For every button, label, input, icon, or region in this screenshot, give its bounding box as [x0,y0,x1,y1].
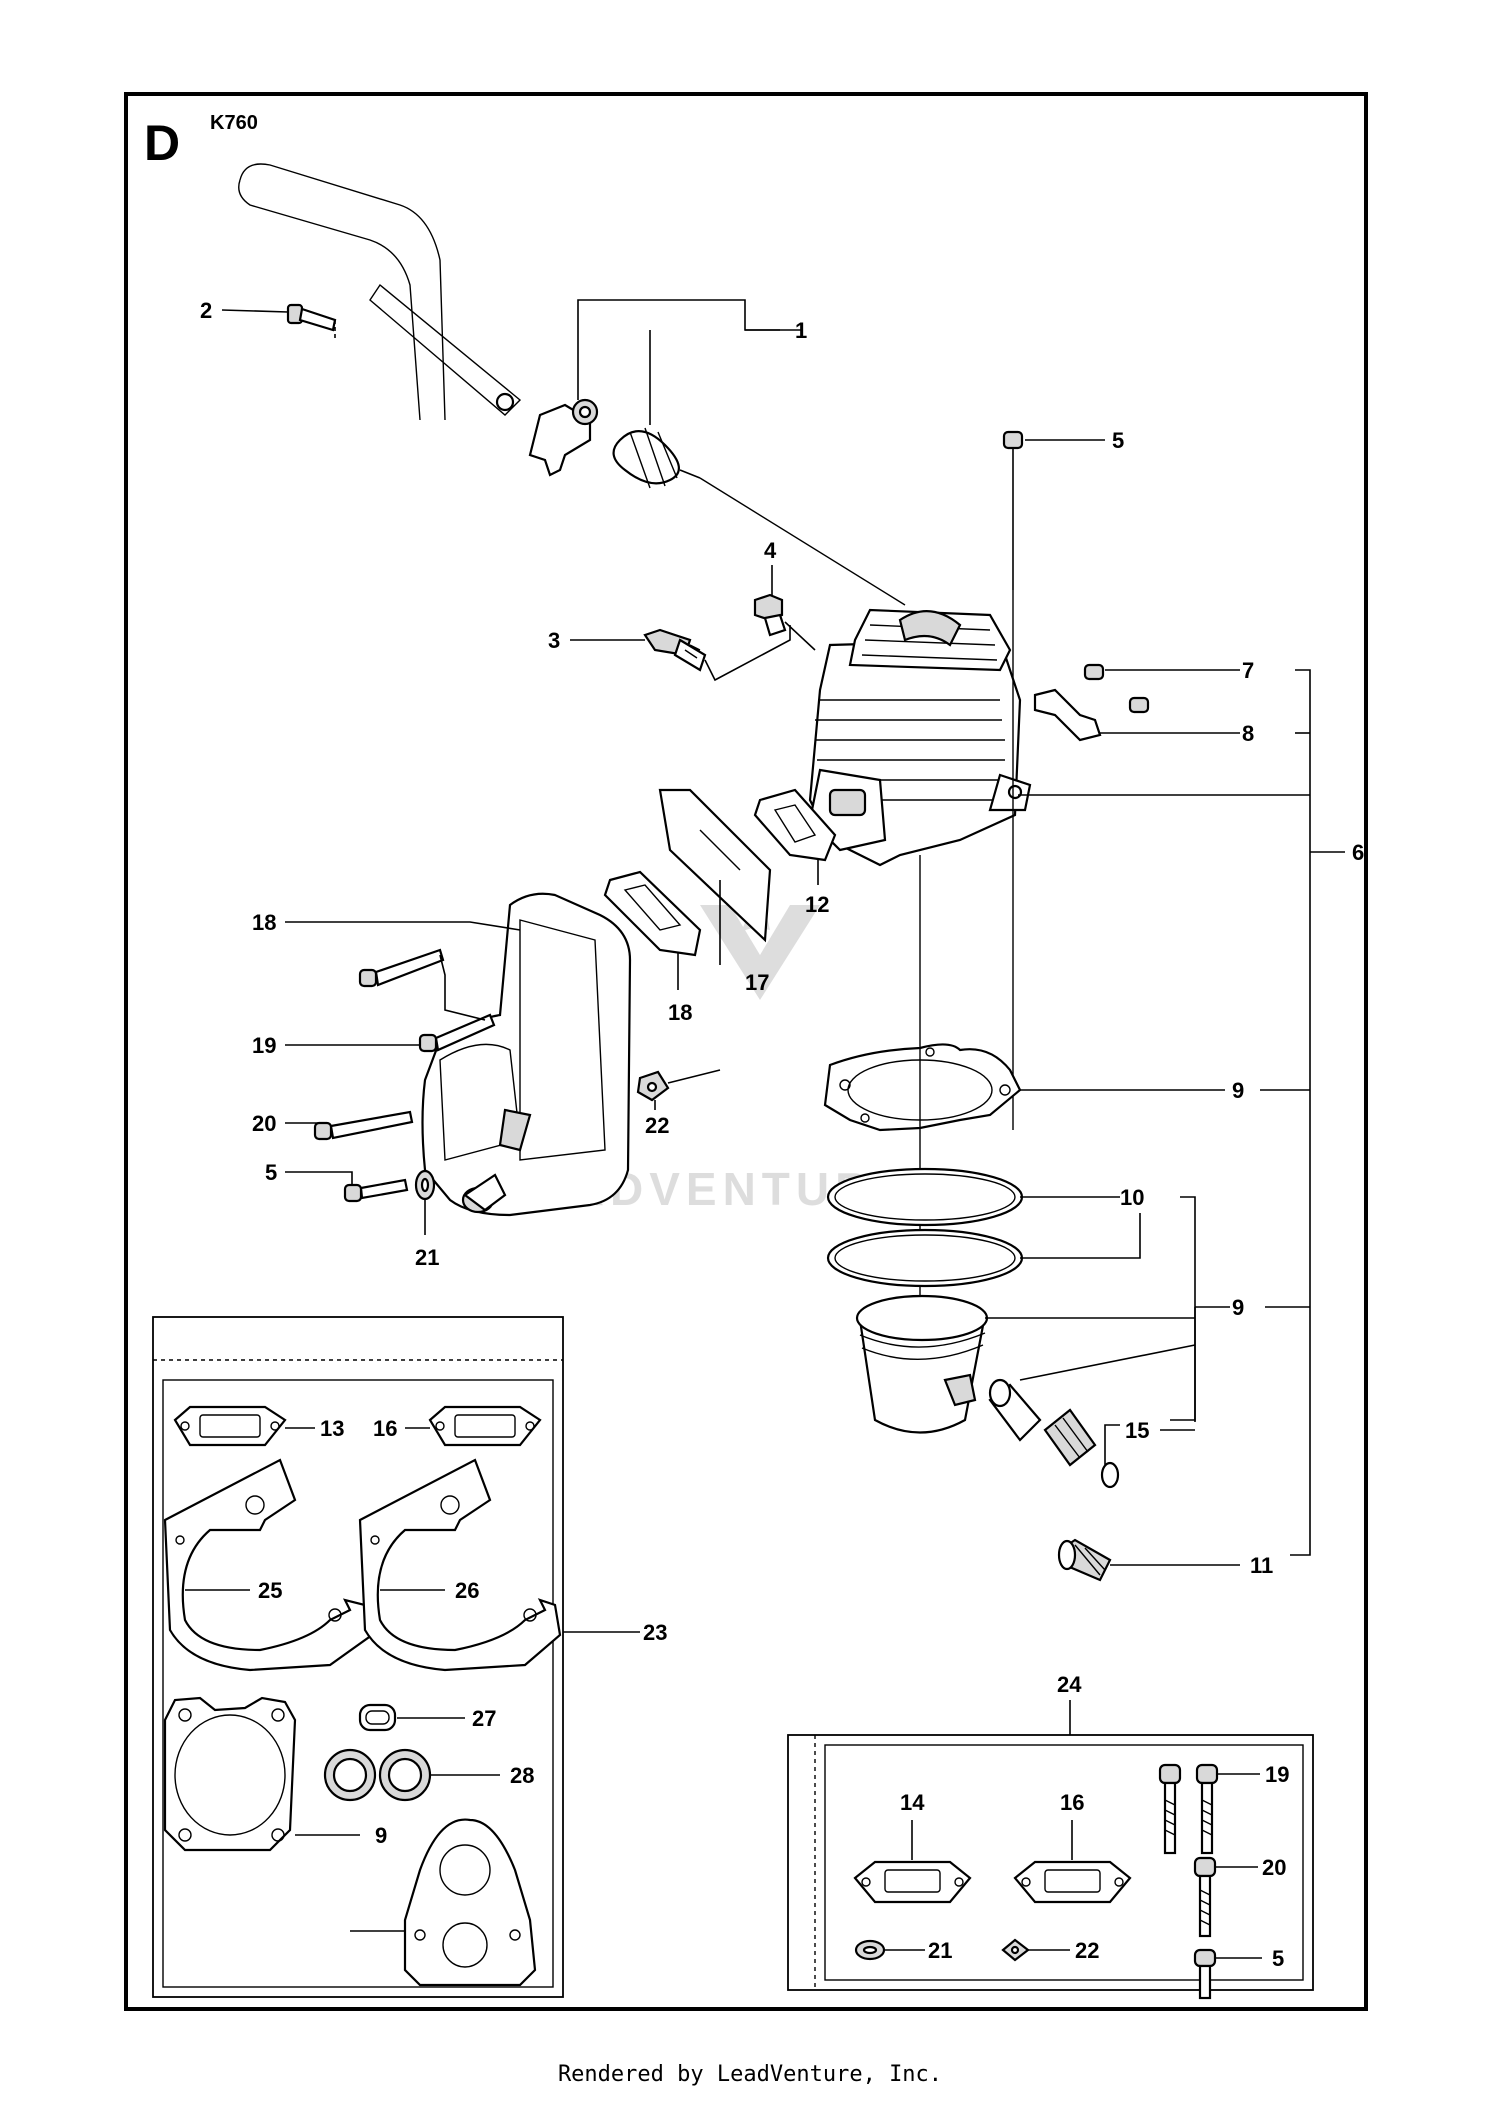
part-21-nut [636,1070,670,1102]
kit23-part-21-nut [1001,1938,1030,1962]
callout-18-kit23: 19 [1265,1762,1289,1787]
callout-3: 3 [548,628,560,653]
part-7-8-bracket [1033,663,1150,742]
part-17-outlet [461,1173,507,1214]
callout-22: 23 [643,1620,667,1645]
callout-19-main: 20 [252,1111,276,1136]
footer-credit: Rendered by LeadVenture, Inc. [557,2062,943,2087]
kit-part-28-gasket [403,1818,537,1987]
part-20-washer [414,1169,436,1201]
callout-17: 18 [252,910,276,935]
callout-24: 25 [258,1578,282,1603]
callout-5-kit23: 5 [1272,1946,1284,1971]
part-14-gasket [753,788,837,862]
callout-18-main: 19 [252,1033,276,1058]
callout-14-kit22: 13 [320,1416,344,1441]
kit-part-9-gasket [163,1696,297,1852]
callout-13: 15 [1125,1418,1149,1443]
part-10-bearing [1043,1408,1097,1467]
kit-part-26-oring [358,1703,397,1732]
callout-10: 9 [1232,1295,1244,1320]
callout-11: 11 [1250,1553,1273,1578]
part-11-bearing [1057,1538,1112,1582]
part-17-muffler [421,892,632,1217]
callout-7: 7 [1242,658,1254,683]
part-3-valve [643,628,707,672]
callout-25: 26 [455,1578,479,1603]
callout-20-kit23: 21 [928,1938,952,1963]
part-15-heat-shield [658,788,772,943]
kit-part-16-gasket [428,1405,542,1447]
callout-15: 17 [745,970,769,995]
callout-12: 10 [1120,1185,1144,1210]
part-6-cylinder [808,608,1032,867]
kit23-part-20-washer [854,1939,886,1961]
handle-tube-drawing [238,163,522,421]
kit-part-25-gasket [358,1458,562,1672]
callout-19-kit23: 20 [1262,1855,1286,1880]
model-label: K760 [210,112,258,134]
callout-6: 6 [1352,840,1364,865]
callout-14-main: 12 [805,892,829,917]
callout-9-kit22: 9 [375,1823,387,1848]
part-13-circlip [1100,1461,1120,1489]
callout-20-main: 21 [415,1245,439,1270]
kit23-part-16-gasket [1013,1860,1132,1904]
callout-5-top: 5 [1112,428,1124,453]
part-19-screw [313,1110,414,1141]
callout-16-main: 18 [668,1000,692,1025]
part-1-spring [612,427,701,489]
part-10-pin [988,1378,1042,1442]
kit23-part-18-screws [1158,1763,1219,1855]
section-letter: D [144,115,180,171]
callout-5-muffler: 5 [265,1160,277,1185]
part-5-screw-top [1002,430,1024,590]
callout-16-kit22: 16 [373,1416,397,1441]
part-16-gasket [603,870,702,957]
kit-part-27-seals [323,1748,432,1802]
part-4-decomp [753,593,787,637]
part-12-rings [826,1167,1024,1288]
kit-22-box [152,1316,564,1998]
part-9-gasket [823,1043,1022,1132]
part-18-screws [358,948,496,1053]
part-2-screw [286,303,337,332]
kit23-part-14-gasket [853,1860,972,1904]
callout-23: 24 [1057,1672,1082,1697]
callout-16-kit23: 16 [1060,1790,1084,1815]
callout-2: 2 [200,298,212,323]
part-1-lever [528,398,599,477]
part-10-piston [855,1294,989,1434]
diagram-frame [124,92,1368,2011]
kit-23-box [787,1734,1314,1991]
kit23-part-19-screw [1193,1856,1217,1938]
kit-part-24-gasket [163,1458,374,1672]
callout-14-kit23: 14 [900,1790,925,1815]
callout-27: 28 [510,1763,534,1788]
kit-part-14-gasket [173,1405,287,1447]
callout-21-main: 22 [645,1113,669,1138]
callout-4: 4 [764,538,777,563]
callout-26: 27 [472,1706,496,1731]
callout-1: 1 [795,318,807,343]
callout-9-main: 9 [1232,1078,1244,1103]
callout-8: 8 [1242,721,1254,746]
part-5-screw-muffler [343,1178,409,1203]
callout-21-kit23: 22 [1075,1938,1099,1963]
